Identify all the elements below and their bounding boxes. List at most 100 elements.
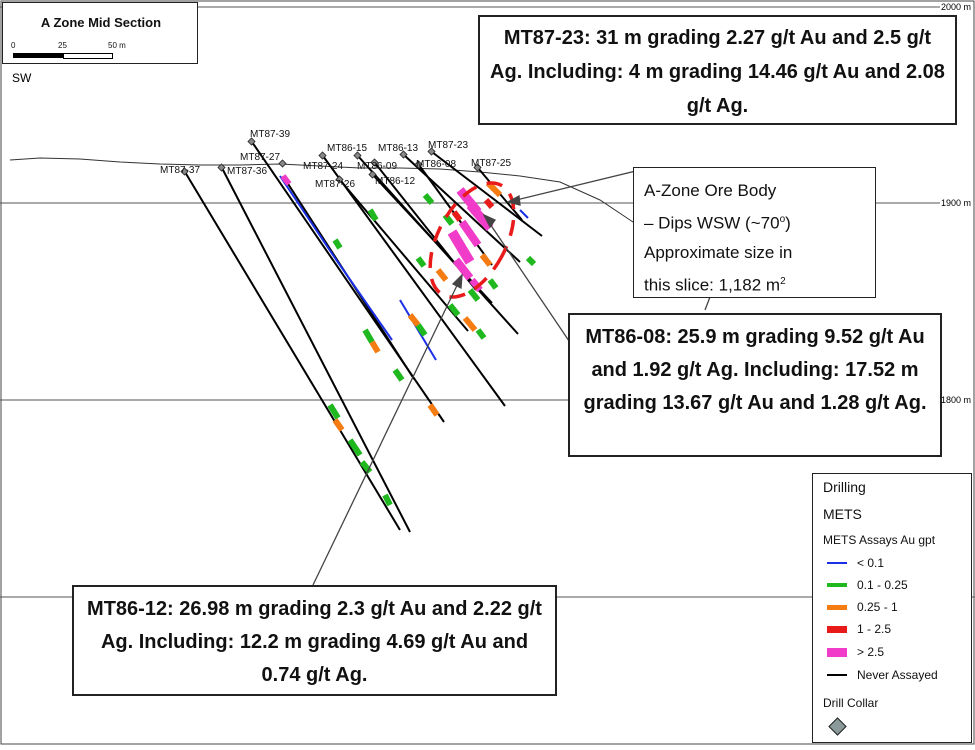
legend-item-0-1-0-25: 0.1 - 0.25 xyxy=(827,578,908,592)
drill-collar xyxy=(473,163,482,172)
hole-label-mt87-26: MT87-26 xyxy=(315,179,355,190)
hole-label-mt86-09: MT86-09 xyxy=(357,161,397,172)
assay-segment-green xyxy=(392,368,405,382)
ore-body-outline xyxy=(428,181,516,299)
assay-segment-pink xyxy=(458,219,482,248)
legend-item-never-assayed: Never Assayed xyxy=(827,668,938,682)
legend-collar-label: Drill Collar xyxy=(823,696,879,710)
assay-segment-red xyxy=(451,210,463,222)
assay-segment-green xyxy=(487,278,499,290)
elevation-label-2000: 2000 m xyxy=(941,2,971,12)
assay-segment-orange xyxy=(369,340,381,354)
drill-collar xyxy=(370,158,379,167)
drill-collar xyxy=(247,137,256,146)
assay-segment-low xyxy=(279,175,336,259)
drill-collars xyxy=(180,137,482,184)
assay-segment-pink xyxy=(466,202,494,231)
drill-trace-mt87-24 xyxy=(322,155,506,407)
callout-leader-mt87-23 xyxy=(507,169,641,203)
legend-swatch-red xyxy=(827,625,847,633)
assay-segment-orange xyxy=(435,268,449,282)
assay-segment-green xyxy=(362,328,375,344)
ore-body-size-text: this slice: 1,182 m xyxy=(644,275,781,295)
hole-label-mt87-39: MT87-39 xyxy=(250,129,290,140)
elevation-label-1800: 1800 m xyxy=(941,395,971,405)
hole-labels: MT87-39 MT87-27 MT87-37 MT87-36 MT86-15 … xyxy=(160,129,511,190)
assay-segment-green xyxy=(415,256,427,268)
assay-segment-green xyxy=(347,438,363,457)
legend-item-gt-2-5: > 2.5 xyxy=(827,645,884,659)
drill-collar xyxy=(318,151,327,160)
legend-item-lt-0-1: < 0.1 xyxy=(827,556,884,570)
legend-heading-assays: METS Assays Au gpt xyxy=(823,533,936,547)
map-title: A Zone Mid Section xyxy=(40,15,162,30)
legend-label: 1 - 2.5 xyxy=(857,622,892,636)
drill-collar xyxy=(368,170,377,179)
hole-label-mt87-25: MT87-25 xyxy=(471,158,511,169)
hole-label-mt87-27: MT87-27 xyxy=(240,152,280,163)
drill-trace-mt87-36 xyxy=(221,167,411,533)
hole-label-mt86-13: MT86-13 xyxy=(378,143,418,154)
assay-segment-green xyxy=(367,208,379,222)
drill-collar xyxy=(414,160,423,169)
drill-collar xyxy=(180,167,189,176)
scale-label-50: 50 m xyxy=(108,41,126,50)
hole-label-mt87-23: MT87-23 xyxy=(428,140,468,151)
assay-segment-green xyxy=(422,193,435,205)
assay-segment-pink xyxy=(469,277,483,293)
drill-collar xyxy=(217,163,226,172)
scale-bar-dark xyxy=(13,53,63,58)
arrowhead xyxy=(506,194,521,206)
legend-label: 0.1 - 0.25 xyxy=(857,578,908,592)
elevation-label-1900: 1900 m xyxy=(941,198,971,208)
hole-label-mt87-37: MT87-37 xyxy=(160,165,200,176)
assay-segment-orange xyxy=(427,403,440,417)
ore-body-dip-end: ) xyxy=(785,213,791,233)
assay-segment-low xyxy=(334,257,393,341)
legend-heading-mets: METS xyxy=(823,506,862,522)
ore-body-dip-text: – Dips WSW (~70 xyxy=(644,213,780,233)
legend-swatch-blue xyxy=(827,562,847,564)
hole-label-mt86-08: MT86-08 xyxy=(416,159,456,170)
hole-label-mt86-15: MT86-15 xyxy=(327,143,367,154)
assay-segment-orange xyxy=(407,313,421,327)
assay-segment-orange xyxy=(332,418,345,432)
hole-label-mt87-36: MT87-36 xyxy=(227,166,267,177)
legend-swatch-green xyxy=(827,583,847,587)
assay-segment-pink xyxy=(447,229,475,265)
arrowhead xyxy=(451,273,463,290)
ore-body-leader xyxy=(704,296,711,311)
assay-segment-green xyxy=(475,328,487,340)
callout-mt86-08: MT86-08: 25.9 m grading 9.52 g/t Au and … xyxy=(568,313,942,457)
callout-mt87-23-text: MT87-23: 31 m grading 2.27 g/t Au and 2.… xyxy=(490,27,945,117)
assay-intervals xyxy=(279,174,537,507)
assay-segment-green xyxy=(332,238,343,250)
scale-label-0: 0 xyxy=(11,41,16,50)
legend-swatch-orange xyxy=(827,604,847,610)
assay-segment-pink xyxy=(452,257,474,281)
drill-collar xyxy=(335,175,344,184)
hole-label-mt86-12: MT86-12 xyxy=(375,176,415,187)
callout-mt86-08-text: MT86-08: 25.9 m grading 9.52 g/t Au and … xyxy=(583,326,927,414)
assay-segment-green xyxy=(327,403,341,420)
ore-body-line3: Approximate size in xyxy=(644,242,793,262)
assay-segment-green xyxy=(382,493,393,507)
ore-body-dip-sup: o xyxy=(779,214,786,225)
legend-item-0-25-1: 0.25 - 1 xyxy=(827,600,898,614)
legend-label: > 2.5 xyxy=(857,645,885,659)
drill-collar xyxy=(427,147,436,156)
drill-collar xyxy=(353,151,362,160)
drill-trace-mt87-23 xyxy=(431,151,543,237)
ore-body-box: A-Zone Ore Body – Dips WSW (~70o) Approx… xyxy=(633,167,876,298)
drill-collar xyxy=(399,150,408,159)
legend-swatch-pink xyxy=(827,647,847,657)
callout-mt87-23: MT87-23: 31 m grading 2.27 g/t Au and 2.… xyxy=(478,15,957,125)
assay-segment-green xyxy=(525,255,537,267)
hole-label-mt87-24: MT87-24 xyxy=(303,161,343,172)
assay-segment-green xyxy=(415,323,428,337)
legend-label: Never Assayed xyxy=(857,668,938,682)
assay-segment-pink xyxy=(280,174,292,186)
legend: Drilling METS METS Assays Au gpt < 0.1 0… xyxy=(812,473,972,743)
drill-collar-icon xyxy=(828,717,847,736)
